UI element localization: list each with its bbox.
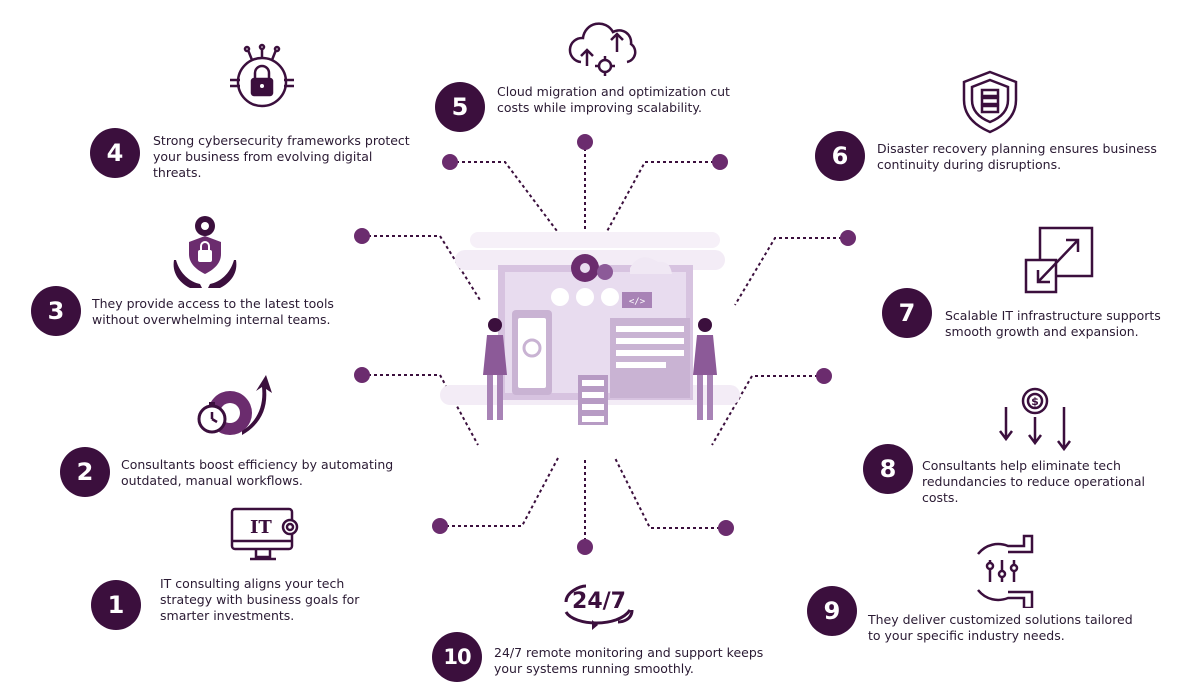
stopwatch-gear-arrow-icon [192, 373, 276, 443]
point-text-8: Consultants help eliminate tech redundan… [922, 458, 1145, 505]
badge-8: 8 [863, 444, 913, 494]
point-text-1: IT consulting aligns your tech strategy … [160, 576, 360, 623]
dot-4 [442, 154, 458, 170]
dot-2 [354, 367, 370, 383]
point-text-2: Consultants boost efficiency by automati… [121, 457, 394, 488]
hand-sliders-icon [968, 532, 1038, 608]
icon-247-label: 24/7 [572, 589, 626, 614]
circuit-padlock-icon [222, 42, 302, 122]
svg-text:$: $ [1031, 395, 1039, 408]
badge-4: 4 [90, 128, 140, 178]
badge-7: 7 [882, 288, 932, 338]
connector-6 [604, 161, 720, 236]
connector-2 [362, 374, 479, 446]
connector-8 [711, 375, 824, 446]
badge-10: 10 [432, 632, 482, 682]
shield-server-icon [955, 68, 1025, 134]
24-7-cycle-icon: 24/7 [558, 582, 640, 632]
point-text-4: Strong cybersecurity frameworks protect … [153, 133, 410, 180]
connector-4 [450, 161, 561, 236]
dot-10 [577, 539, 593, 555]
point-text-9: They deliver customized solutions tailor… [868, 612, 1133, 643]
dot-9 [718, 520, 734, 536]
computer-it-gear-icon: IT [228, 505, 304, 567]
svg-text:</>: </> [629, 297, 646, 307]
cloud-upload-gear-icon [565, 18, 645, 80]
point-text-3: They provide access to the latest tools … [92, 296, 334, 327]
badge-6: 6 [815, 131, 865, 181]
dollar-gear-down-arrows-icon: $ [998, 385, 1072, 455]
dot-8 [816, 368, 832, 384]
hands-shield-lock-icon [172, 212, 238, 290]
connector-9 [614, 457, 726, 529]
dot-6 [712, 154, 728, 170]
point-text-10: 24/7 remote monitoring and support keeps… [494, 645, 764, 676]
dot-5 [577, 134, 593, 150]
connector-1 [440, 457, 559, 527]
badge-3: 3 [31, 286, 81, 336]
dot-3 [354, 228, 370, 244]
badge-5: 5 [435, 82, 485, 132]
point-text-5: Cloud migration and optimization cut cos… [497, 84, 730, 115]
dot-7 [840, 230, 856, 246]
scale-expand-arrow-icon [1022, 226, 1096, 296]
badge-1: 1 [91, 580, 141, 630]
point-text-7: Scalable IT infrastructure supports smoo… [945, 308, 1161, 339]
connector-7 [734, 237, 848, 306]
point-text-6: Disaster recovery planning ensures busin… [877, 141, 1157, 172]
svg-text:IT: IT [250, 517, 272, 538]
badge-9: 9 [807, 586, 857, 636]
badge-2: 2 [60, 447, 110, 497]
center-illustration: </> [440, 232, 740, 425]
connector-3 [362, 235, 481, 301]
dot-1 [432, 518, 448, 534]
